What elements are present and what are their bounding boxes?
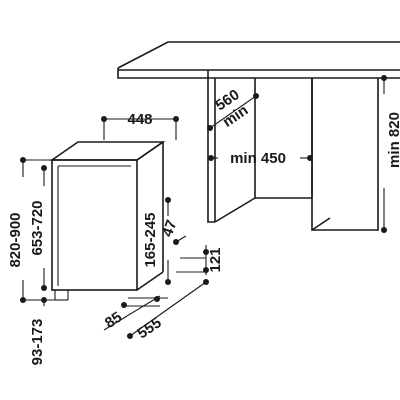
label-653-720: 653-720: [29, 200, 46, 255]
niche-back-wall: [254, 78, 313, 199]
label-85: 85: [102, 309, 125, 332]
dim-plinth-93-173: [41, 297, 47, 306]
label-93-173: 93-173: [29, 319, 46, 366]
dim-47: [173, 235, 187, 245]
label-min-450: min 450: [230, 150, 286, 167]
label-121: 121: [207, 247, 224, 272]
label-448: 448: [127, 111, 152, 128]
countertop: [117, 41, 400, 79]
label-min-820: min 820: [386, 112, 400, 168]
dim-121: [176, 245, 209, 275]
dim-165-245: [165, 197, 171, 285]
label-47: 47: [159, 218, 181, 239]
label-820-900: 820-900: [7, 212, 24, 267]
dim-85: [103, 295, 168, 331]
dishwasher-body: [49, 141, 166, 301]
dim-height-820-900: [20, 157, 55, 303]
label-555: 555: [134, 314, 164, 342]
dim-555: [127, 279, 209, 339]
dim-depth-560: [207, 93, 259, 131]
dim-width-448: [101, 116, 179, 140]
dim-niche-width-450: [208, 155, 313, 161]
label-165-245: 165-245: [142, 212, 159, 267]
dim-niche-height-820: [381, 75, 387, 233]
dim-height-653-720: [41, 165, 47, 291]
niche-side-walls: [207, 78, 379, 231]
